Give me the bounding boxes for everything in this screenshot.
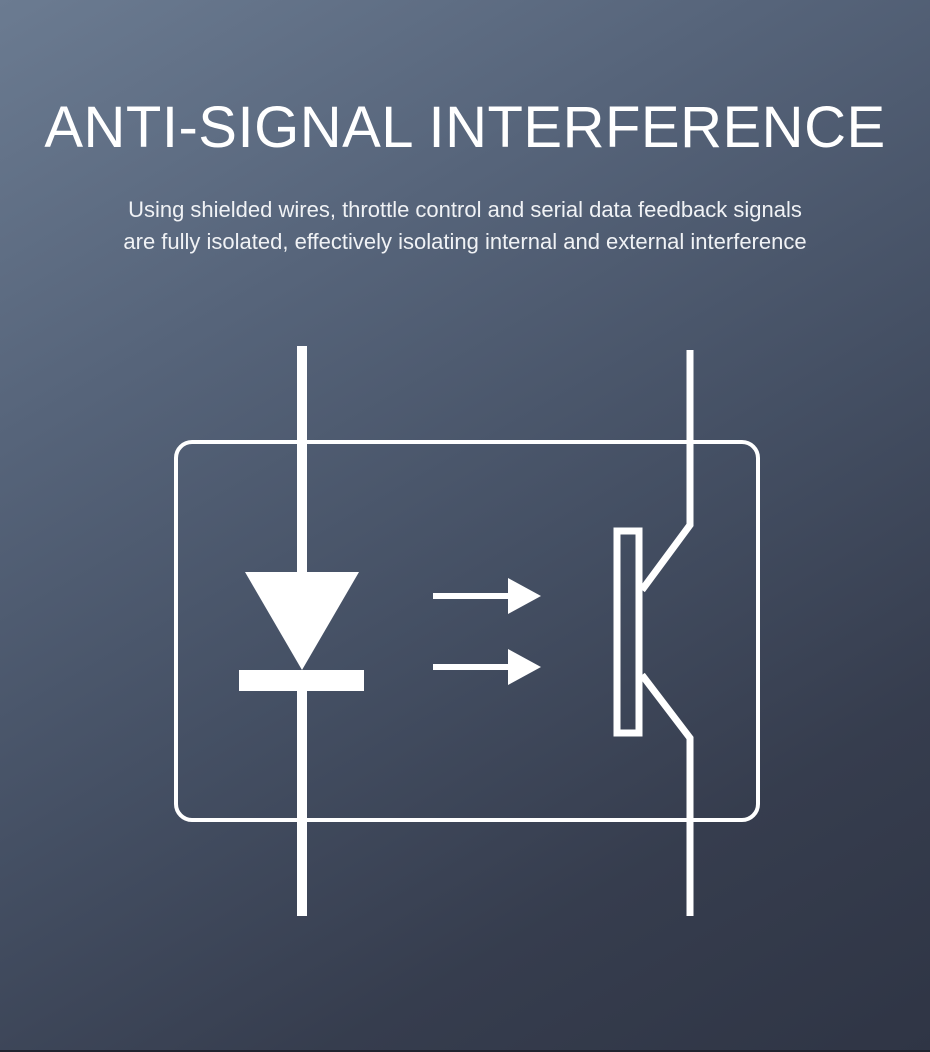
collector-wire — [639, 350, 694, 593]
light-emission-arrows — [433, 578, 541, 685]
page-subtitle: Using shielded wires, throttle control a… — [0, 194, 930, 258]
transistor-icon — [613, 350, 694, 916]
subtitle-line-2: are fully isolated, effectively isolatin… — [123, 229, 807, 254]
bottom-edge — [0, 1050, 930, 1052]
diode-cathode-bar — [239, 670, 364, 691]
transistor-base-bar — [613, 527, 643, 737]
led-diode-icon — [239, 346, 364, 916]
emitter-wire — [639, 672, 694, 916]
arrow-right-icon — [433, 649, 541, 685]
diode-triangle — [245, 572, 359, 670]
page-title: ANTI-SIGNAL INTERFERENCE — [44, 95, 886, 160]
arrow-right-icon — [433, 578, 541, 614]
subtitle-line-1: Using shielded wires, throttle control a… — [128, 197, 802, 222]
package-outline — [174, 440, 760, 822]
